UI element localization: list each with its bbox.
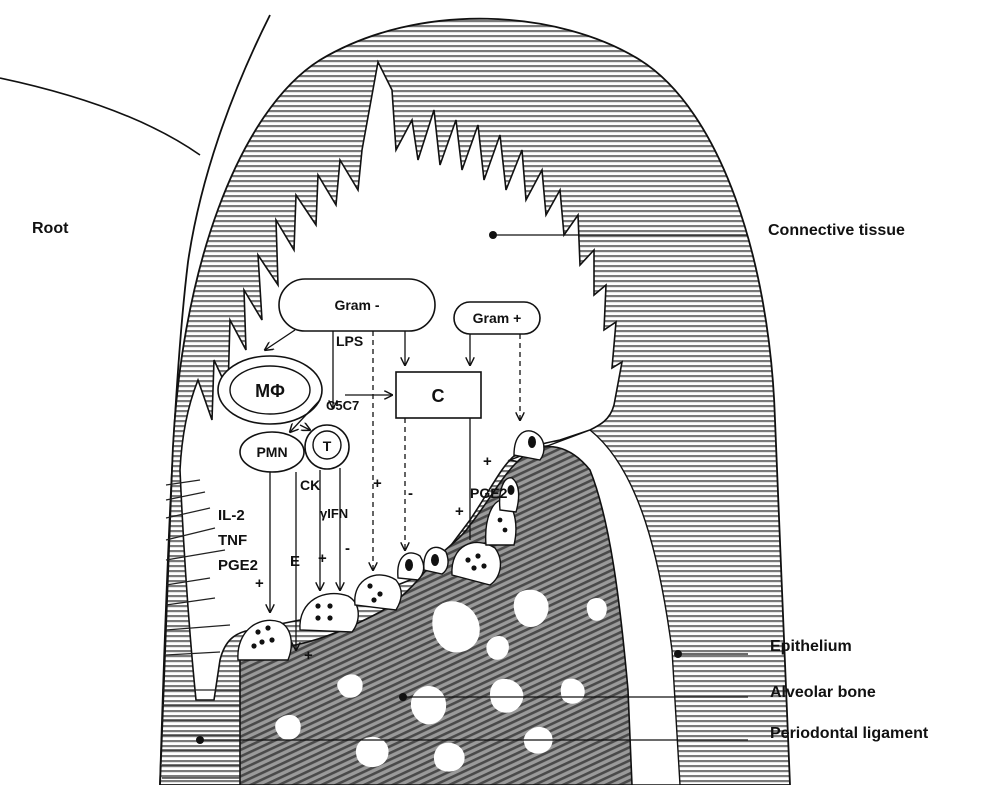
il2-label: IL-2 [218,507,245,524]
sign-plus-2: + [304,647,313,664]
sign-plus-4: + [373,475,382,492]
gram-positive-label: Gram + [473,310,522,326]
pge2-right-label: PGE2 [470,485,508,501]
sign-minus-1: - [345,540,350,557]
ck-label: CK [300,477,320,493]
t-cell-label: T [323,438,332,454]
connective-tissue-label: Connective tissue [768,222,905,239]
alveolar-bone-label: Alveolar bone [770,684,876,701]
sign-plus-5: + [455,503,464,520]
root-label: Root [32,220,69,237]
tnf-label: TNF [218,532,247,549]
sign-minus-2: - [408,485,413,502]
sign-plus-1: + [255,575,264,592]
lps-label: LPS [336,333,363,349]
pge2-left-label: PGE2 [218,557,258,574]
sign-plus-6: + [483,453,492,470]
macrophage-label: MΦ [255,381,285,401]
gamma-ifn-label: γIFN [320,506,348,521]
pmn-label: PMN [256,444,287,460]
root-curve [0,78,200,155]
periodontal-ligament-label: Periodontal ligament [770,725,929,742]
e-label: E [290,553,300,570]
epithelium-label: Epithelium [770,638,852,655]
sign-plus-3: + [318,550,327,567]
c5c7-label: C5C7 [326,398,359,413]
gram-negative-label: Gram - [334,297,379,313]
complement-label: C [432,386,445,406]
